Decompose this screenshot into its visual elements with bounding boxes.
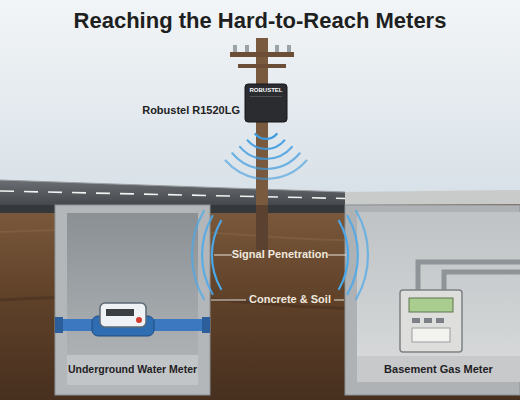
leader-line [211,300,246,301]
basement-slab [345,190,520,205]
device-logo: ROBUSTEL [245,87,287,94]
pole-base [256,205,268,250]
pit-interior [67,213,198,385]
basement-floor [357,356,520,382]
meter-label: Basement Gas Meter [357,363,520,376]
router-device [245,84,287,122]
water-meter-pointer [136,317,142,323]
cross-arm [238,64,286,68]
gas-meter-key [412,318,420,323]
utility-pole [256,38,268,250]
signal-wave [202,216,212,294]
router-trim [250,96,282,97]
cross-arm [230,52,294,57]
gas-meter-plate [412,328,450,342]
leader-line [334,300,344,301]
diagram-title: Reaching the Hard-to-Reach Meters [0,8,520,33]
water-meter-counter [106,309,134,316]
gas-meter-key [424,318,432,323]
signal-wave [255,134,276,139]
gas-pipe [444,272,520,292]
pipe-flange [55,317,63,333]
road-surface [0,180,345,205]
insulator [275,45,279,52]
signal-wave [192,211,204,299]
leader-line [214,255,232,256]
insulator [245,45,249,52]
signal-wave [248,140,285,149]
signal-wave [356,211,368,299]
road-marking [0,191,345,199]
gas-meter-key [436,318,444,323]
basement-interior [357,212,520,382]
water-meter-dial [100,303,146,327]
signal-waves [192,211,368,299]
gas-meter-display [409,298,453,312]
signal-wave [348,216,358,294]
signal-waves [226,134,307,179]
leader-line [328,255,346,256]
pipe-flange [202,317,210,333]
callout-label: Concrete & Soil [235,293,345,306]
insulator [233,45,237,52]
insulator [287,45,291,52]
meter-label: Underground Water Meter [50,363,215,375]
gas-pipe [418,262,520,292]
road-edge [0,180,345,192]
signal-wave [232,153,299,169]
callout-label: Signal Penetration [225,248,335,261]
gas-meter-body [400,290,462,352]
soil [0,200,520,400]
basement-wall [345,205,520,395]
device-label: Robustel R1520LG [138,104,240,117]
signal-wave [226,161,307,179]
signal-wave [240,147,292,159]
